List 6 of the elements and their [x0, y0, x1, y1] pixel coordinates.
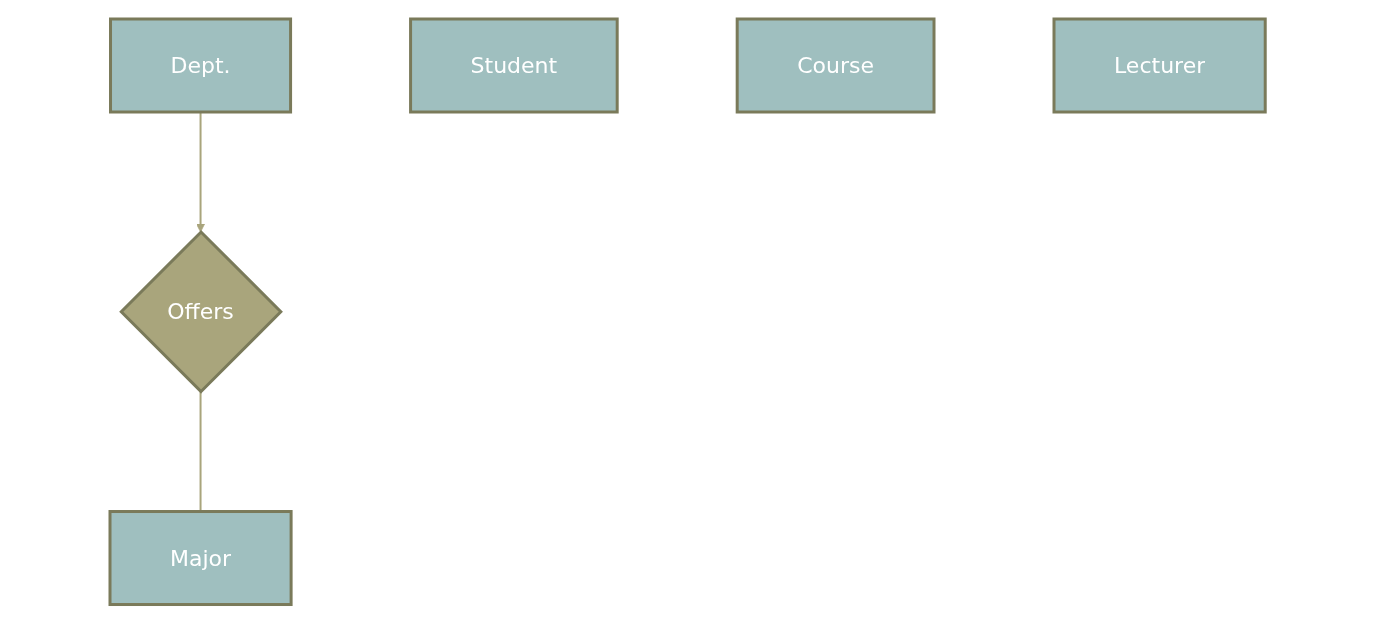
node-box: Course	[736, 17, 936, 114]
node-box: Dept.	[109, 17, 293, 114]
node-box: Lecturer	[1052, 17, 1268, 114]
node-box: Student	[409, 17, 620, 114]
node-diamond: Offers	[119, 230, 284, 394]
node-box: Major	[108, 510, 293, 607]
